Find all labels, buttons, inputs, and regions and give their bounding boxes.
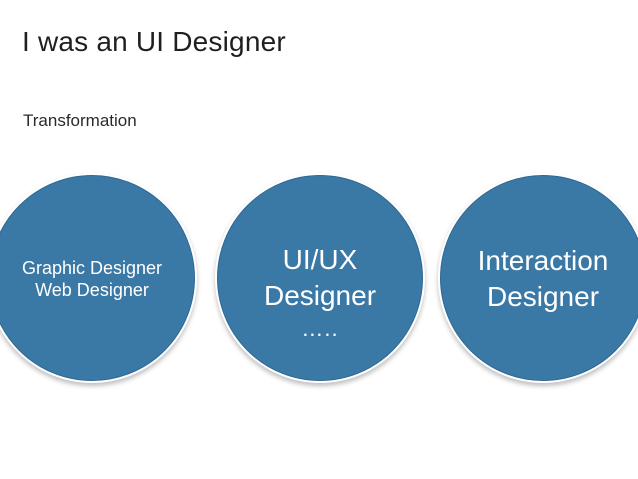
circle-ellipsis: ….. [301, 316, 339, 341]
slide-title: I was an UI Designer [22, 26, 286, 57]
circle-line-1: Interaction [477, 245, 609, 276]
circle-text: Interaction Designer [478, 243, 609, 315]
circle-line-2: Web Designer [35, 280, 149, 300]
circle-line-1: UI/UX [282, 244, 358, 275]
slide-subtitle: Transformation [23, 111, 137, 130]
circle-line-2: Designer [263, 280, 377, 311]
circle-line-1: Graphic Designer [21, 258, 163, 278]
circle-uiux-designer: UI/UX Designer ….. [215, 173, 425, 383]
circle-interaction-designer: Interaction Designer [438, 173, 638, 383]
circle-line-2: Designer [486, 281, 600, 312]
circle-text: UI/UX Designer ….. [264, 242, 376, 340]
circle-text: Graphic Designer Web Designer [22, 257, 162, 301]
circle-graphic-web-designer: Graphic Designer Web Designer [0, 173, 197, 383]
